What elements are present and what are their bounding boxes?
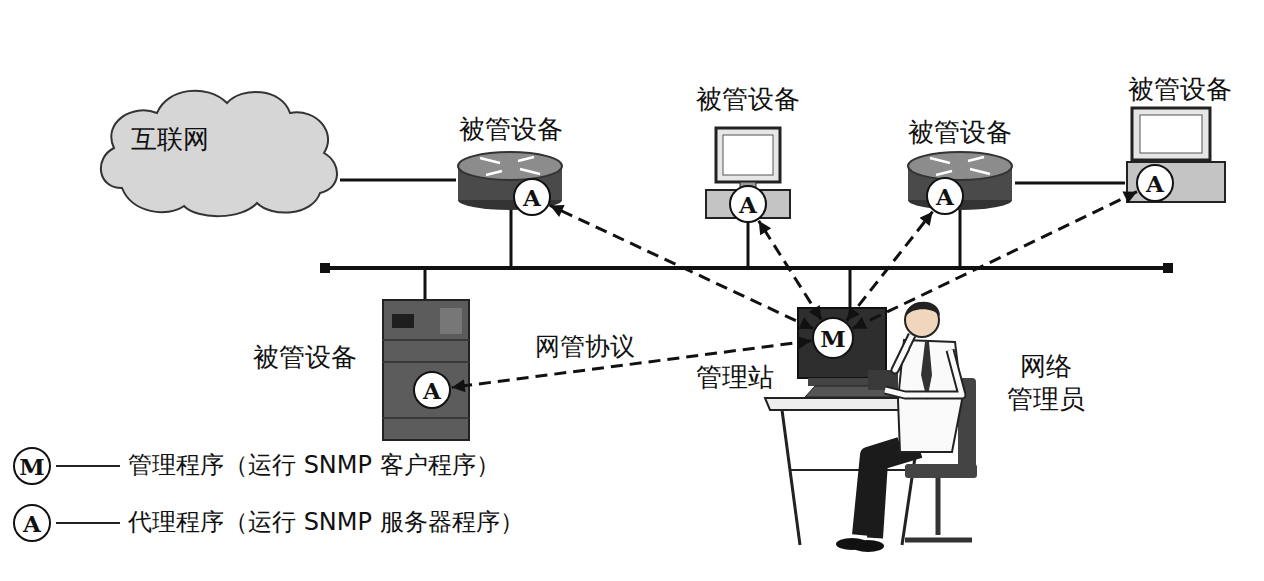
agent-letter: A bbox=[1146, 171, 1164, 194]
legend-symbol: A bbox=[13, 504, 51, 542]
managed-computer: 被管设备 A bbox=[693, 82, 803, 222]
legend-letter: A bbox=[23, 512, 41, 535]
device-name: 被管设备 bbox=[696, 85, 800, 115]
edge-label: 网管协议 bbox=[532, 333, 638, 362]
device-name: 被管设备 bbox=[459, 115, 563, 145]
managed-server: 被管设备 A bbox=[240, 296, 472, 444]
protocol-arrow bbox=[759, 221, 822, 320]
agent-letter: A bbox=[523, 186, 541, 209]
managed-router: 被管设备 A bbox=[905, 115, 1015, 210]
computer-symbol bbox=[706, 128, 790, 218]
workstation-symbol bbox=[798, 308, 905, 397]
management-station: 管理站 M bbox=[690, 300, 900, 400]
administrator-figure bbox=[836, 302, 962, 552]
agent-circle: A bbox=[513, 178, 551, 216]
link-line bbox=[340, 179, 456, 182]
link-line bbox=[1015, 182, 1125, 185]
protocol-arrow bbox=[847, 212, 933, 321]
legend-text: 管理程序（运行 SNMP 客户程序） bbox=[128, 452, 500, 480]
device-name: 被管设备 bbox=[1128, 75, 1232, 105]
device-name: 管理站 bbox=[696, 363, 774, 393]
agent-letter: A bbox=[739, 192, 757, 215]
cloud-shape bbox=[101, 91, 337, 216]
device-name: 被管设备 bbox=[253, 343, 357, 373]
managed-computer: 被管设备 A bbox=[1125, 72, 1235, 206]
agent-letter: A bbox=[423, 379, 441, 402]
internet-cloud: 互联网 bbox=[92, 78, 340, 222]
protocol-arrow bbox=[550, 205, 813, 328]
cloud-outline bbox=[92, 78, 340, 222]
device-name: 被管设备 bbox=[908, 118, 1012, 148]
legend-letter: M bbox=[19, 455, 44, 478]
agent-circle: A bbox=[413, 371, 451, 409]
agent-circle: A bbox=[1136, 164, 1174, 202]
agent-circle: A bbox=[926, 177, 964, 215]
legend-symbol: M bbox=[13, 447, 51, 485]
protocol-arrow bbox=[853, 192, 1137, 329]
managed-router: 被管设备 A bbox=[456, 112, 566, 210]
manager-circle: M bbox=[812, 317, 854, 359]
legend-text: 代理程序（运行 SNMP 服务器程序） bbox=[128, 509, 524, 537]
server-symbol bbox=[383, 300, 469, 440]
role-label: 网络 管理员 bbox=[1004, 350, 1088, 415]
agent-letter: M bbox=[820, 327, 845, 350]
agent-letter: A bbox=[936, 184, 954, 207]
agent-circle: A bbox=[729, 185, 767, 223]
device-name: 互联网 bbox=[131, 125, 209, 155]
computer-symbol bbox=[1127, 108, 1225, 202]
